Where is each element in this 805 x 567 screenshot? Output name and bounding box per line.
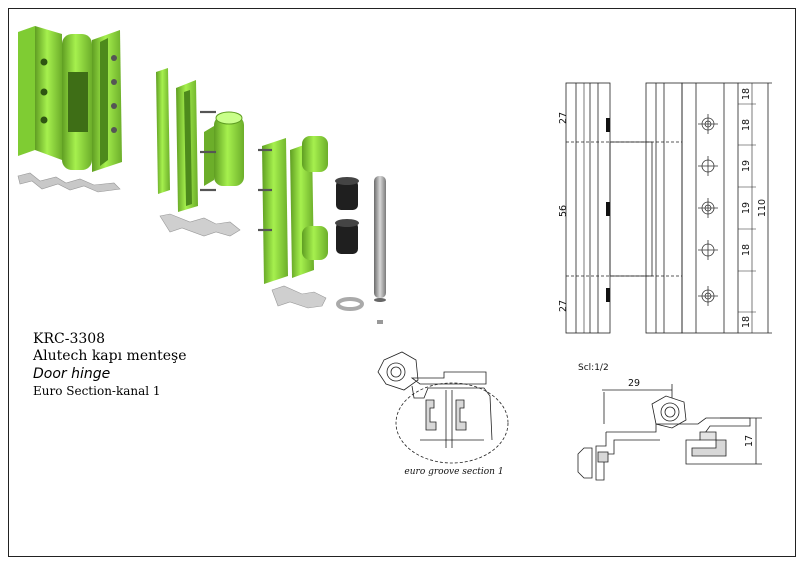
hinge-render-assembled — [17, 26, 122, 193]
euro-groove-detail — [377, 351, 509, 464]
dim-left-bottom: 27 — [558, 300, 569, 312]
dim-right-5: 18 — [741, 244, 752, 256]
dim-right-6: 18 — [741, 316, 752, 328]
dim-top-height: 17 — [744, 435, 755, 447]
dim-right-4: 19 — [741, 202, 752, 214]
product-name-tr: Alutech kapı menteşe — [33, 348, 187, 364]
product-section: Euro Section-kanal 1 — [33, 384, 161, 398]
washer — [336, 297, 364, 311]
dim-right-3: 19 — [741, 160, 752, 172]
product-name-en: Door hinge — [33, 366, 111, 382]
product-code: KRC-3308 — [33, 331, 106, 347]
front-view-drawing — [565, 82, 772, 334]
pin-cap — [377, 320, 383, 324]
detail-caption: euro groove section 1 — [404, 467, 503, 477]
front-right-dimensions: 18 18 19 19 18 18 110 — [741, 88, 768, 328]
scale-label: Scl:1/2 — [578, 363, 609, 373]
top-section-drawing — [577, 384, 762, 481]
hinge-pin — [374, 176, 386, 302]
hinge-bushings — [335, 177, 359, 254]
product-info: KRC-3308 Alutech kapı menteşe Door hinge… — [33, 331, 187, 399]
hinge-render-exploded-2 — [258, 136, 328, 309]
dim-overall: 110 — [757, 199, 768, 217]
drawing-frame — [8, 8, 796, 557]
front-left-dimensions: 27 56 27 — [558, 112, 569, 312]
dim-right-2: 18 — [741, 119, 752, 131]
dim-top-width: 29 — [628, 378, 640, 389]
hinge-render-exploded-1 — [156, 68, 244, 237]
dim-right-1: 18 — [741, 88, 752, 100]
dim-left-middle: 56 — [558, 205, 569, 217]
dim-left-top: 27 — [558, 112, 569, 124]
